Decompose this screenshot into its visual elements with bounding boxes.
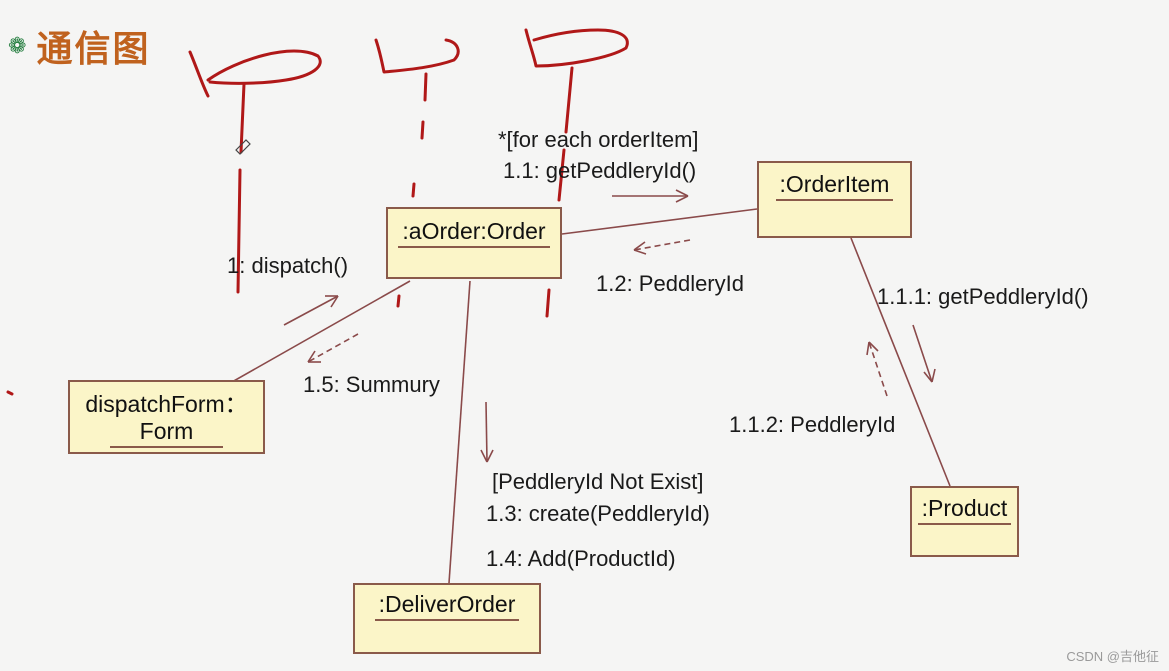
link-order-orderitem: [561, 208, 758, 235]
flower-bullet-icon: ❁: [8, 33, 27, 58]
slide-heading: ❁ 通信图: [8, 20, 150, 72]
label-msg-1-4: 1.4: Add(ProductId): [486, 546, 676, 571]
label-msg-1: 1: dispatch(): [227, 253, 349, 278]
object-aorder-label: :aOrder:Order: [398, 218, 550, 248]
label-msg-1-5: 1.5: Summury: [303, 372, 440, 397]
object-dispatchform-label-line1: dispatchForm：: [85, 391, 248, 417]
object-deliverorder: :DeliverOrder: [353, 583, 541, 654]
watermark: CSDN @吉他征: [1066, 649, 1159, 664]
arrow-msg-1-1-2: [866, 341, 888, 397]
page-title: 通信图: [36, 28, 151, 70]
arrow-msg-1-1: [612, 189, 689, 203]
label-msg-1-1: 1.1: getPeddleryId(): [503, 158, 697, 183]
label-msg-1-2: 1.2: PeddleryId: [596, 271, 744, 296]
object-product-label: :Product: [917, 495, 1012, 525]
object-orderitem-label: :OrderItem: [775, 171, 894, 201]
label-msg-1-1-2: 1.1.2: PeddleryId: [729, 412, 896, 437]
arrow-msg-1-1-1: [912, 324, 936, 383]
object-orderitem: :OrderItem: [757, 161, 912, 238]
arrow-msg-1: [283, 295, 339, 326]
pen-cursor-icon: [235, 139, 251, 155]
object-dispatchform: dispatchForm： Form: [68, 380, 265, 454]
object-product: :Product: [910, 486, 1019, 557]
label-msg-1-3: 1.3: create(PeddleryId): [486, 501, 710, 526]
object-aorder: :aOrder:Order: [386, 207, 562, 279]
handwritten-annotation: [6, 28, 629, 396]
object-deliverorder-label: :DeliverOrder: [374, 591, 520, 621]
label-loop-guard: *[for each orderItem]: [498, 127, 699, 152]
arrow-msg-1-5: [307, 333, 359, 363]
label-create-guard: [PeddleryId Not Exist]: [492, 469, 704, 494]
link-orderitem-product: [850, 237, 951, 487]
arrow-msg-1-3: [480, 401, 494, 463]
link-order-dispatchform: [231, 280, 411, 383]
label-msg-1-1-1: 1.1.1: getPeddleryId(): [877, 284, 1089, 309]
object-dispatchform-label-line2: Form: [109, 418, 224, 448]
arrow-msg-1-2: [633, 239, 691, 255]
link-order-deliverorder: [448, 280, 471, 584]
